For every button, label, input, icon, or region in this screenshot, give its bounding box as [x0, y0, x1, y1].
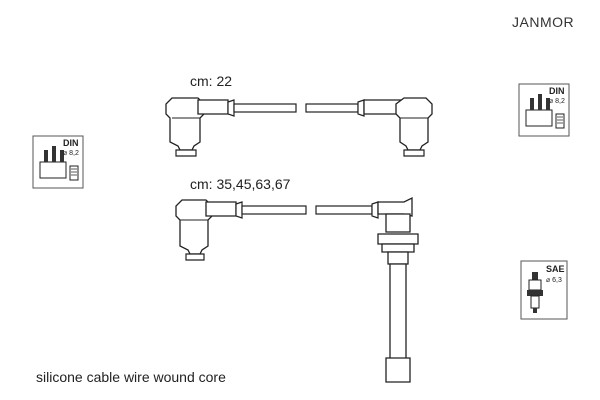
cable-1-wire-left — [233, 103, 297, 113]
plug-badge-size: ⌀ 6,3 — [546, 277, 562, 284]
product-description: silicone cable wire wound core — [36, 369, 226, 385]
left-badge-standard: DIN — [63, 138, 79, 148]
cable-2-plug-boot — [371, 196, 419, 383]
cable-1 — [165, 97, 433, 157]
left-badge-size: ⌀ 8,2 — [63, 150, 79, 157]
distributor-cap-din-icon-left — [32, 135, 84, 189]
cable-2-wire-right — [315, 205, 373, 215]
cable-2 — [175, 196, 419, 383]
distributor-cap-din-icon-right — [518, 83, 570, 137]
plug-badge-standard: SAE — [546, 264, 565, 274]
cable-1-length-label: cm: 22 — [190, 73, 233, 89]
spark-plug-sae-icon — [520, 260, 568, 320]
cable-2-left-boot — [175, 199, 243, 261]
cable-1-right-boot — [357, 97, 433, 157]
right-badge-standard: DIN — [549, 86, 565, 96]
right-badge-size: ⌀ 8,2 — [549, 98, 565, 105]
cable-2-length-label: cm: 35,45,63,67 — [190, 176, 291, 192]
brand-name: JANMOR — [512, 14, 575, 30]
cable-1-wire-right — [305, 103, 359, 113]
cable-2-wire-left — [241, 205, 307, 215]
cable-1-left-boot — [165, 97, 235, 157]
